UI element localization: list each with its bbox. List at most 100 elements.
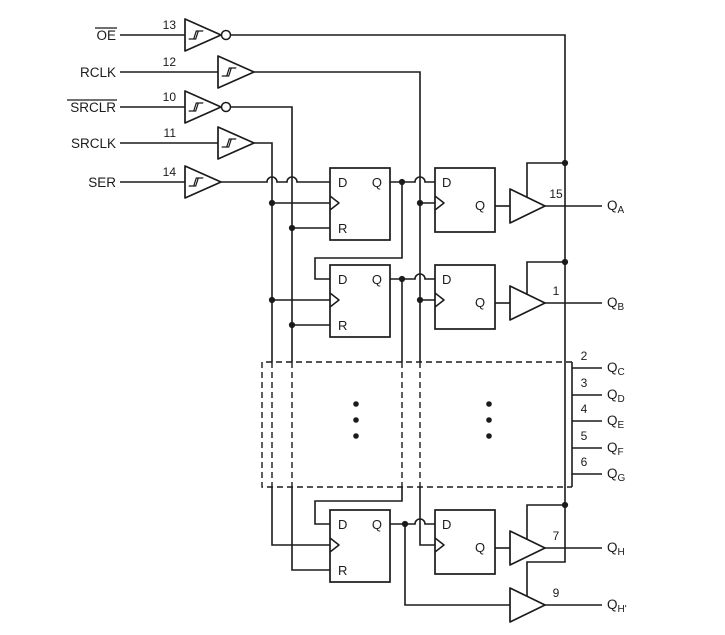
- clock-chevron-icon: [434, 537, 445, 553]
- ff-d-label: D: [338, 175, 347, 190]
- input-buffers: [184, 18, 255, 199]
- output-label-qf: QF: [607, 440, 624, 458]
- latch-q-label: Q: [475, 198, 485, 213]
- input-pin-srclk: 11: [164, 126, 177, 140]
- output-label-main: Q: [607, 198, 618, 213]
- wire-chain-hidden-stage8: [314, 487, 403, 525]
- output-labels: 15 QA 1 QB 2 QC 3 QD 4 QE 5 QF 6 QG 7 QH…: [549, 187, 626, 615]
- ff-q-label: Q: [372, 272, 382, 287]
- junction-dot: [401, 520, 409, 528]
- output-pin-qc: 2: [581, 349, 588, 363]
- wire-srclr-bus: [231, 106, 330, 571]
- ff-r-label: R: [338, 563, 347, 578]
- input-label-rclk: RCLK: [80, 65, 116, 80]
- wire-q8-to-latch8: [390, 518, 435, 525]
- output-label-qb: QB: [607, 295, 625, 313]
- output-pin-qa: 15: [549, 187, 563, 201]
- output-label-sub: A: [618, 205, 625, 216]
- junction-dot: [268, 199, 276, 207]
- input-label-oe: OE: [96, 28, 116, 43]
- stage-wires: [314, 176, 602, 606]
- dashed-stage-box: [261, 361, 572, 488]
- output-label-sub: E: [618, 420, 625, 431]
- output-label-main: Q: [607, 540, 618, 555]
- output-pin-qh: 7: [553, 529, 560, 543]
- output-pin-qb: 1: [553, 284, 560, 298]
- output-label-main: Q: [607, 360, 618, 375]
- wire-srclk-bus: [254, 142, 330, 546]
- wire-q8-to-qh-prime-buffer: [404, 524, 510, 606]
- clock-chevron-icon: [329, 292, 340, 308]
- junction-dot: [561, 258, 569, 266]
- output-pin-qe: 4: [581, 402, 588, 416]
- output-label-qh: QH: [607, 540, 625, 558]
- hysteresis-icon: [188, 177, 204, 187]
- output-buffers: [509, 188, 546, 623]
- input-buffer-srclk: [217, 126, 255, 160]
- clock-chevron-icon: [434, 195, 445, 211]
- dashed-bus-continuations: [271, 362, 421, 487]
- output-label-main: Q: [607, 597, 618, 612]
- output-pin-qg: 6: [581, 455, 588, 469]
- latch-box: [434, 167, 496, 233]
- output-label-main: Q: [607, 466, 618, 481]
- clock-chevron-icon: [329, 537, 340, 553]
- ff-r-label: R: [338, 318, 347, 333]
- hysteresis-icon: [221, 138, 237, 148]
- junction-dot: [561, 501, 569, 509]
- input-buffer-ser: [184, 165, 222, 199]
- output-pin-qh-prime: 9: [553, 586, 560, 600]
- ff-box: [329, 167, 391, 241]
- buffer-triangle: [184, 165, 222, 199]
- bus-wires: [221, 34, 566, 596]
- ff-r-label: R: [338, 221, 347, 236]
- output-label-main: Q: [607, 440, 618, 455]
- buffer-triangle: [184, 90, 222, 124]
- output-label-sub: F: [618, 447, 624, 458]
- output-label-main: Q: [607, 295, 618, 310]
- ellipsis-dot: [486, 417, 492, 423]
- ff-q-label: Q: [372, 175, 382, 190]
- ellipsis-dot: [353, 433, 359, 439]
- ellipsis-dot: [353, 401, 359, 407]
- clock-chevron-icon: [434, 292, 445, 308]
- output-buffer-qh: [509, 530, 546, 566]
- output-label-qc: QC: [607, 360, 625, 378]
- hidden-stages-region: [261, 361, 573, 488]
- output-pin-qd: 3: [581, 376, 588, 390]
- latch-box: [434, 264, 496, 330]
- output-label-main: Q: [607, 387, 618, 402]
- wire-rclk-bus: [254, 71, 435, 546]
- storage-latch-1: D Q: [434, 167, 496, 233]
- output-label-sub: G: [618, 473, 626, 484]
- output-label-qd: QD: [607, 387, 625, 405]
- junction-dot: [561, 159, 569, 167]
- hysteresis-icon: [188, 30, 204, 40]
- hysteresis-icon: [221, 67, 237, 77]
- wire-chain-stage1-stage2: [314, 182, 403, 280]
- output-label-sub: H: [618, 547, 625, 558]
- input-pin-srclr: 10: [163, 90, 177, 104]
- junction-dot: [416, 296, 424, 304]
- input-buffer-rclk: [217, 55, 255, 89]
- shift-flipflop-1: D Q R: [329, 167, 391, 241]
- ff-q-label: Q: [372, 517, 382, 532]
- shift-flipflop-8: D Q R: [329, 509, 391, 583]
- output-pin-qf: 5: [581, 429, 588, 443]
- stage-ellipsis-dots: [353, 401, 492, 439]
- ellipsis-dot: [353, 417, 359, 423]
- buffer-triangle: [184, 18, 222, 52]
- output-label-qe: QE: [607, 413, 625, 431]
- output-buffer-qa: [509, 188, 546, 224]
- latch-q-label: Q: [475, 540, 485, 555]
- ff-box: [329, 264, 391, 338]
- wire-q2-to-latch2: [390, 273, 435, 280]
- ff-d-label: D: [338, 517, 347, 532]
- buffer-triangle: [217, 126, 255, 160]
- latch-d-label: D: [442, 175, 451, 190]
- input-pin-rclk: 12: [163, 55, 177, 69]
- output-label-sub: C: [618, 367, 625, 378]
- ellipsis-dot: [486, 433, 492, 439]
